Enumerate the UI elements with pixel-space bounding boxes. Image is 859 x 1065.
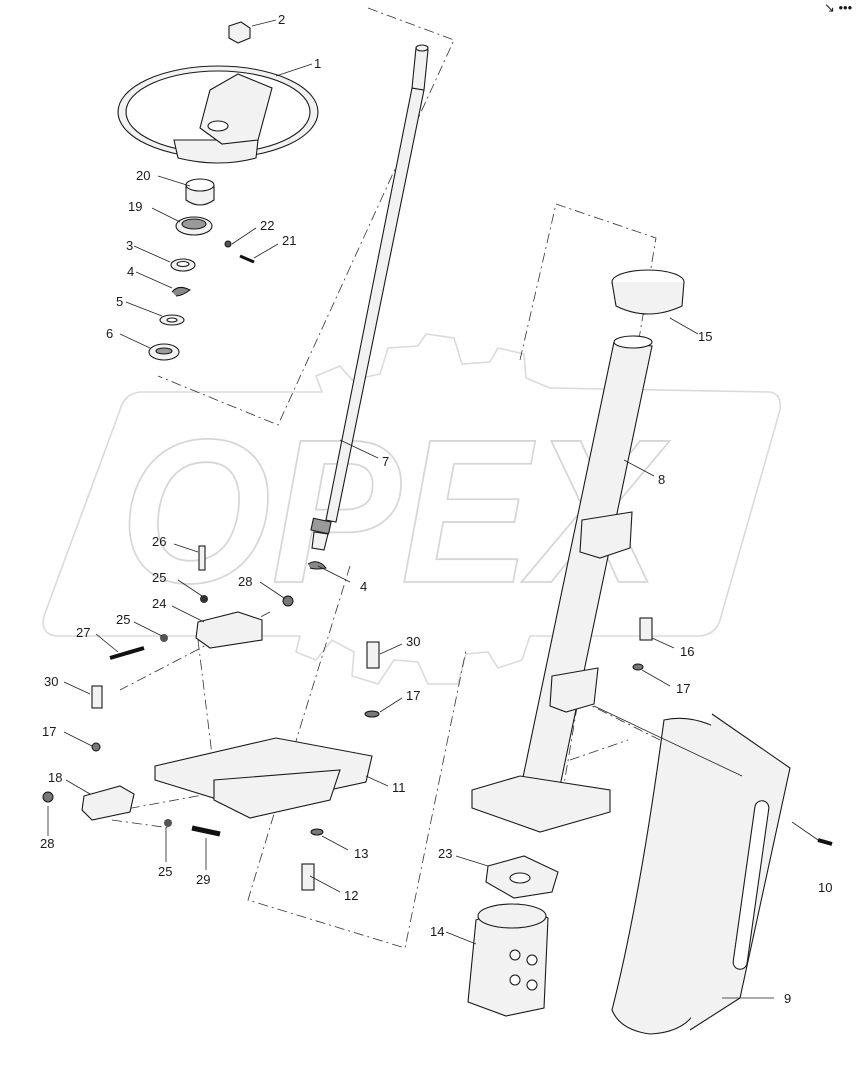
callout-5: 5 <box>116 294 123 309</box>
circlip-lower <box>307 561 327 570</box>
frame-upper-column <box>157 7 455 426</box>
frame-right-column <box>519 203 657 821</box>
callout-25-mid: 25 <box>116 612 130 627</box>
column-cover <box>611 713 791 1035</box>
leader-lines <box>47 19 819 999</box>
callout-17-left: 17 <box>42 724 56 739</box>
steering-wheel <box>117 65 319 164</box>
cover-bolt <box>817 838 833 846</box>
callout-2: 2 <box>278 12 285 27</box>
callout-28-left: 28 <box>40 836 54 851</box>
callout-11: 11 <box>392 780 406 795</box>
callout-6: 6 <box>106 326 113 341</box>
mounting-plate-11 <box>154 737 373 819</box>
washer-25-top <box>200 595 208 603</box>
pin-26 <box>198 545 206 571</box>
callout-20: 20 <box>136 168 150 183</box>
bearing-housing <box>175 216 213 236</box>
callout-27: 27 <box>76 625 90 640</box>
ring <box>170 258 196 272</box>
frame-bracket-left <box>109 611 271 829</box>
nut-28-left <box>42 791 54 803</box>
callout-8: 8 <box>658 472 665 487</box>
callout-7: 7 <box>382 454 389 469</box>
callout-25-top: 25 <box>152 570 166 585</box>
callout-18: 18 <box>48 770 62 785</box>
callout-16: 16 <box>680 644 694 659</box>
callout-30-mid: 30 <box>406 634 420 649</box>
flat-washer <box>159 314 185 326</box>
small-washer <box>224 240 232 248</box>
washer-25-bottom <box>164 819 172 827</box>
callout-24: 24 <box>152 596 166 611</box>
column-tube <box>471 335 653 833</box>
bolt-30-left <box>91 685 103 709</box>
column-ring <box>611 269 685 315</box>
callout-1: 1 <box>314 56 321 71</box>
callout-29: 29 <box>196 872 210 887</box>
frame-lower-column <box>247 565 467 949</box>
callout-17-mid: 17 <box>406 688 420 703</box>
long-bolt-27 <box>109 646 145 660</box>
screw-small <box>239 254 255 264</box>
callout-21: 21 <box>282 233 296 248</box>
callout-22: 22 <box>260 218 274 233</box>
clamp-block-24 <box>195 611 263 649</box>
callout-23: 23 <box>438 846 452 861</box>
steering-unit-14 <box>467 903 549 1017</box>
cap-nut <box>228 21 251 44</box>
watermark-gear-outline <box>42 333 782 685</box>
frame-pedestal <box>569 699 661 761</box>
washer-13 <box>310 828 324 836</box>
assembly-frames <box>109 7 661 949</box>
callout-9: 9 <box>784 991 791 1006</box>
callout-30-left: 30 <box>44 674 58 689</box>
bolt-29 <box>191 825 221 837</box>
callout-15: 15 <box>698 329 712 344</box>
washer-17-mid <box>364 710 380 718</box>
washer-17-right <box>632 663 644 671</box>
bushing <box>185 178 215 206</box>
callout-labels: 1 2 3 4 4 5 6 7 8 9 10 11 12 13 14 15 16… <box>40 12 832 1006</box>
clamp-block-18 <box>81 785 135 821</box>
callout-28-top: 28 <box>238 574 252 589</box>
callout-25-bottom: 25 <box>158 864 172 879</box>
nut-28-top <box>282 595 294 607</box>
steering-shaft <box>310 44 429 551</box>
circlip-upper <box>171 286 191 297</box>
callout-3: 3 <box>126 238 133 253</box>
gasket-23 <box>485 855 559 899</box>
bolt-30-mid <box>366 641 380 669</box>
bolt-16 <box>639 617 653 641</box>
bolt-12 <box>301 863 315 891</box>
corner-mark: ↘ ••• <box>824 0 853 15</box>
callout-12: 12 <box>344 888 358 903</box>
washer-17-left <box>91 742 101 752</box>
callout-13: 13 <box>354 846 368 861</box>
callout-4-upper: 4 <box>127 264 134 279</box>
callout-10: 10 <box>818 880 832 895</box>
callout-4-lower: 4 <box>360 579 367 594</box>
ball-bearing <box>148 343 180 361</box>
callout-19: 19 <box>128 199 142 214</box>
callout-14: 14 <box>430 924 444 939</box>
callout-17-right: 17 <box>676 681 690 696</box>
callout-26: 26 <box>152 534 166 549</box>
